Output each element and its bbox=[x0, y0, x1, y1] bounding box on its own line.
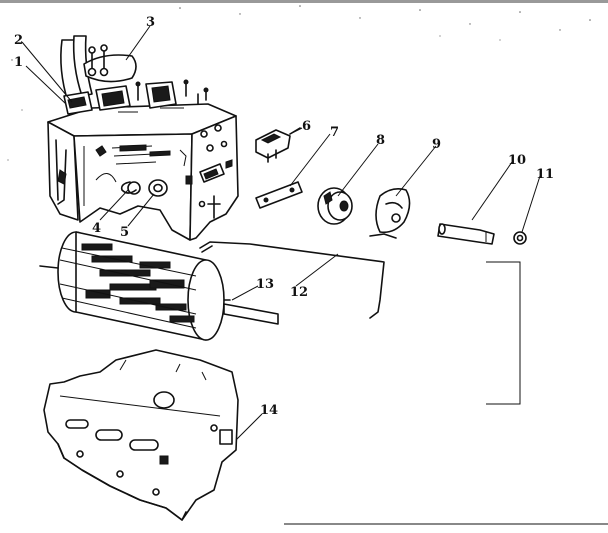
washer bbox=[148, 179, 168, 197]
label-14: 14 bbox=[260, 403, 278, 418]
label-13: 13 bbox=[256, 277, 274, 292]
label-4: 4 bbox=[92, 221, 101, 236]
label-8: 8 bbox=[376, 133, 385, 148]
label-10: 10 bbox=[508, 153, 526, 168]
label-6: 6 bbox=[302, 119, 311, 134]
timer-housing bbox=[47, 79, 239, 241]
label-3: 3 bbox=[146, 15, 155, 30]
cover-plate bbox=[43, 349, 239, 521]
label-5: 5 bbox=[120, 225, 129, 240]
e-ring bbox=[513, 231, 527, 245]
power-cord-assembly bbox=[60, 35, 93, 115]
bracket-plate bbox=[255, 181, 303, 209]
label-9: 9 bbox=[432, 137, 441, 152]
rotor-drum bbox=[39, 231, 279, 341]
label-1: 1 bbox=[14, 55, 23, 70]
callout-labels: 1 2 3 4 5 6 7 8 9 10 11 12 13 14 bbox=[14, 15, 554, 418]
label-12: 12 bbox=[290, 285, 308, 300]
linkage-rod bbox=[199, 241, 385, 319]
cam bbox=[317, 187, 353, 225]
leader-lines bbox=[21, 25, 541, 441]
grouping-bracket bbox=[486, 261, 521, 405]
terminal-block bbox=[83, 44, 137, 83]
retaining-clip bbox=[120, 181, 137, 194]
label-7: 7 bbox=[330, 125, 339, 140]
switch bbox=[255, 127, 301, 163]
label-11: 11 bbox=[536, 167, 554, 182]
label-2: 2 bbox=[14, 33, 23, 48]
scan-noise-top bbox=[0, 0, 608, 161]
shaft-sleeve bbox=[437, 223, 495, 245]
escutcheon bbox=[369, 188, 411, 239]
